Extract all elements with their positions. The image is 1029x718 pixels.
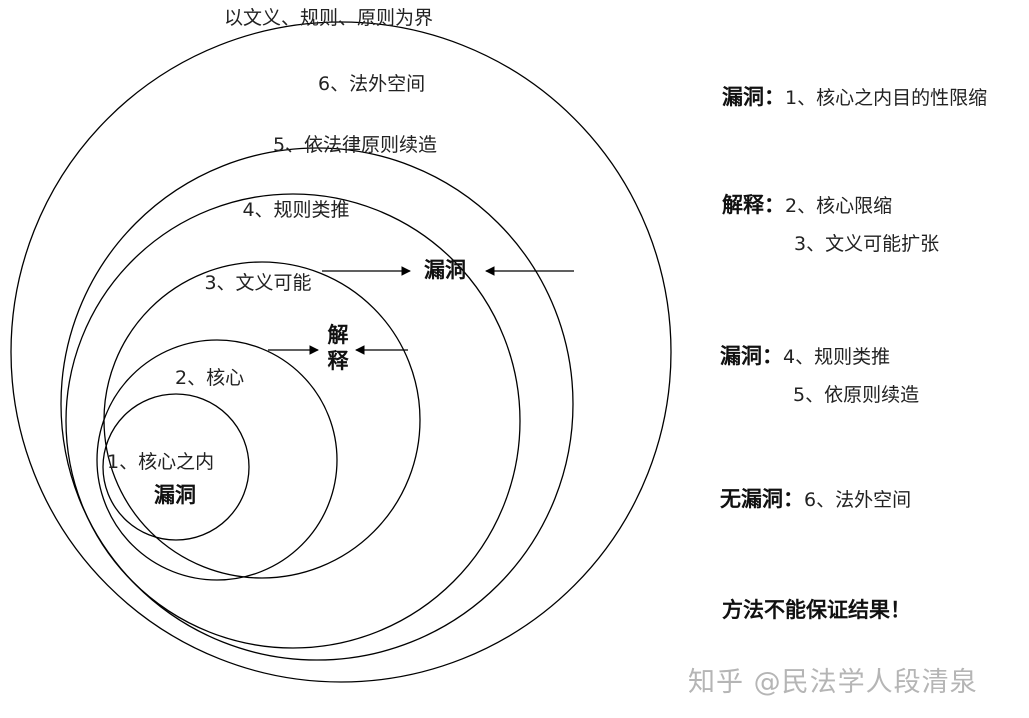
ring-6-circle bbox=[10, 21, 672, 683]
ring-4-circle bbox=[65, 193, 521, 649]
legend-item-3-line-2: 5、依原则续造 bbox=[793, 384, 920, 406]
gap-upper-label: 漏洞 bbox=[424, 258, 466, 282]
ring-2-circle bbox=[96, 339, 338, 581]
watermark: 知乎 @民法学人段清泉 bbox=[688, 667, 978, 698]
ring-3-label: 3、文义可能 bbox=[204, 272, 312, 294]
legend-item-1: 漏洞：1、核心之内目的性限缩 bbox=[722, 85, 987, 110]
legend-item-3: 漏洞：4、规则类推 bbox=[720, 344, 890, 369]
legend-line: 4、规则类推 bbox=[783, 346, 891, 368]
legend-key: 漏洞： bbox=[722, 85, 785, 109]
legend-item-4: 无漏洞：6、法外空间 bbox=[720, 487, 911, 512]
legend-item-2: 解释：2、核心限缩 bbox=[722, 193, 892, 218]
legend-key: 解释： bbox=[722, 193, 785, 217]
legend-key: 漏洞： bbox=[720, 344, 783, 368]
legend-line: 2、核心限缩 bbox=[785, 195, 893, 217]
ring-2-label: 2、核心 bbox=[175, 367, 245, 389]
ring-5-circle bbox=[60, 147, 574, 661]
ring-6-label: 6、法外空间 bbox=[318, 73, 426, 95]
legend-line: 6、法外空间 bbox=[804, 489, 912, 511]
ring-3-circle bbox=[103, 261, 421, 579]
ring-5-label: 5、依法律原则续造 bbox=[272, 134, 438, 156]
ring-4-label: 4、规则类推 bbox=[242, 199, 350, 221]
ring-1-label: 1、核心之内 bbox=[107, 451, 215, 473]
legend-key: 无漏洞： bbox=[720, 487, 804, 511]
outer-caption: 以文义、规则、原则为界 bbox=[224, 7, 434, 29]
legend-line: 1、核心之内目的性限缩 bbox=[785, 87, 988, 109]
gap-middle-label: 解释 bbox=[327, 323, 349, 373]
conclusion-text: 方法不能保证结果！ bbox=[722, 598, 911, 622]
legend-item-2-line-2: 3、文义可能扩张 bbox=[794, 233, 940, 255]
inner-center-label: 漏洞 bbox=[154, 483, 196, 507]
ring-1-circle bbox=[102, 393, 250, 541]
